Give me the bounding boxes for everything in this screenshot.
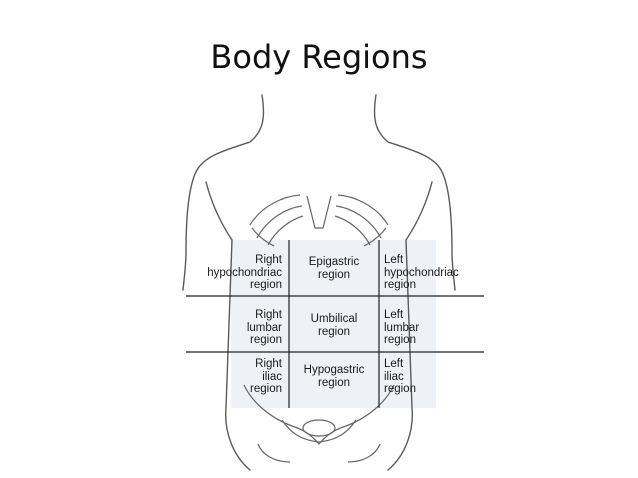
body-outline xyxy=(182,94,456,471)
abdominal-region-shading xyxy=(231,240,436,408)
rib-cage xyxy=(249,194,389,247)
page-title: Body Regions xyxy=(210,38,428,76)
region-grid-lines xyxy=(186,240,484,408)
pelvis xyxy=(243,384,395,463)
